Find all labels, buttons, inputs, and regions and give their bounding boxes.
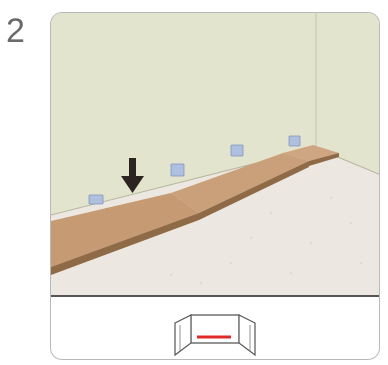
instruction-card [50, 12, 380, 360]
step-number: 2 [6, 14, 25, 48]
room-corner-thumbnail [167, 301, 263, 357]
divider-line [51, 295, 379, 297]
room-scene-illustration [51, 13, 380, 295]
